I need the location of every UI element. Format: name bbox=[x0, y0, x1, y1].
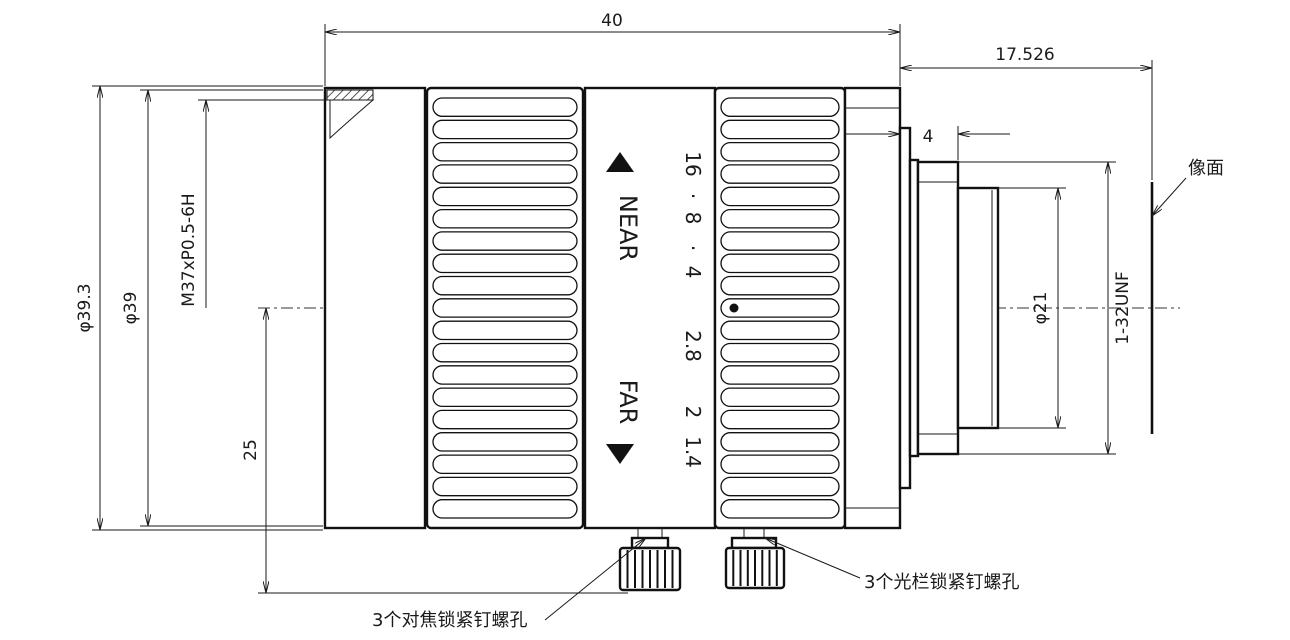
knurl-rib bbox=[432, 342, 578, 363]
knurl-rib bbox=[720, 454, 840, 475]
index-mark bbox=[729, 303, 739, 313]
focus-lock-screw bbox=[618, 527, 682, 592]
knurl-rib bbox=[432, 275, 578, 296]
aperture-value: 8 bbox=[681, 212, 705, 225]
outer-diameter-value: φ39.3 bbox=[75, 283, 95, 332]
knurl-rib bbox=[432, 164, 578, 184]
knurl-rib bbox=[432, 186, 578, 207]
scale-barrel bbox=[583, 86, 717, 530]
far-arrow-icon bbox=[606, 444, 634, 464]
knurl-rib bbox=[720, 342, 840, 363]
knurl-rib bbox=[432, 298, 578, 318]
knurl-rib bbox=[432, 119, 578, 140]
knurl-rib bbox=[720, 141, 840, 162]
knurl-rib bbox=[432, 409, 578, 430]
knurl-rib bbox=[720, 432, 840, 452]
knurl-rib bbox=[432, 253, 578, 274]
focus-scale: NEAR FAR bbox=[606, 152, 642, 464]
knurl-rib bbox=[432, 454, 578, 475]
iris-screw-leader bbox=[765, 538, 861, 579]
dim-total-length: 40 bbox=[324, 11, 901, 86]
focus-screw-leader bbox=[544, 538, 646, 621]
knurl-rib bbox=[432, 499, 578, 519]
flange-value: 4 bbox=[923, 127, 934, 147]
knurl-rib bbox=[720, 275, 840, 296]
c-mount bbox=[898, 126, 1000, 490]
knurl-rib bbox=[432, 141, 578, 162]
aperture-scale: 16 · 8 · 4 2.8 2 1.4 bbox=[681, 151, 705, 468]
aperture-value: 1.4 bbox=[681, 436, 705, 468]
aperture-value: 2.8 bbox=[681, 330, 705, 362]
aperture-dot: · bbox=[681, 193, 705, 199]
center-height-value: 25 bbox=[241, 439, 261, 461]
dim-body-diameter: φ39 bbox=[121, 89, 323, 527]
knurl-rib bbox=[432, 387, 578, 408]
mount-diameter-value: φ21 bbox=[1031, 292, 1051, 325]
focus-ring-knurl bbox=[432, 97, 578, 519]
knurl-rib bbox=[720, 119, 840, 140]
knurl-rib bbox=[720, 186, 840, 207]
knurl-rib bbox=[432, 365, 578, 385]
dim-filter-thread: M37xP0.5-6H bbox=[179, 99, 330, 308]
knurl-rib bbox=[720, 320, 840, 341]
knurl-rib bbox=[720, 164, 840, 184]
knurl-rib bbox=[720, 208, 840, 229]
dim-back-focus: 17.526 bbox=[900, 45, 1153, 180]
rear-barrel bbox=[843, 86, 902, 530]
knurl-rib bbox=[720, 231, 840, 251]
image-plane-label: 像面 bbox=[1188, 158, 1224, 179]
dim-center-height: 25 bbox=[241, 308, 628, 594]
image-plane-leader bbox=[1152, 177, 1187, 216]
far-label: FAR bbox=[614, 380, 642, 425]
knurl-rib bbox=[720, 387, 840, 408]
front-barrel bbox=[323, 86, 427, 530]
knurl-rib bbox=[432, 476, 578, 497]
dim-mount-thread: 1-32UNF bbox=[958, 161, 1133, 455]
knurl-rib bbox=[432, 320, 578, 341]
aperture-value: 4 bbox=[681, 266, 705, 279]
iris-ring bbox=[713, 86, 847, 530]
knurl-rib bbox=[720, 253, 840, 274]
dim-outer-diameter: φ39.3 bbox=[75, 85, 323, 531]
iris-lock-screw bbox=[724, 527, 786, 590]
knurl-rib bbox=[720, 365, 840, 385]
knurl-rib bbox=[720, 476, 840, 497]
knurl-rib bbox=[720, 499, 840, 519]
knurl-rib bbox=[720, 298, 840, 318]
aperture-value: 2 bbox=[681, 406, 705, 419]
knurl-rib bbox=[432, 231, 578, 251]
dim-flange: 4 bbox=[845, 126, 1010, 160]
body-diameter-value: φ39 bbox=[121, 292, 141, 325]
near-label: NEAR bbox=[614, 195, 642, 261]
focus-ring bbox=[425, 86, 585, 530]
iris-ring-knurl bbox=[720, 97, 840, 519]
aperture-value: 16 bbox=[681, 151, 705, 176]
total-length-value: 40 bbox=[601, 11, 623, 31]
dim-mount-diameter: φ21 bbox=[998, 187, 1066, 429]
knurl-rib bbox=[720, 409, 840, 430]
knurl-rib bbox=[720, 97, 840, 117]
aperture-dot: · bbox=[681, 245, 705, 251]
knurl-rib bbox=[432, 208, 578, 229]
focus-lock-screws-label: 3个对焦锁紧钉螺孔 bbox=[372, 610, 527, 631]
back-focus-value: 17.526 bbox=[995, 45, 1054, 65]
filter-thread-value: M37xP0.5-6H bbox=[179, 193, 199, 306]
iris-lock-screws-label: 3个光栏锁紧钉螺孔 bbox=[864, 572, 1019, 593]
knurl-rib bbox=[432, 97, 578, 117]
near-arrow-icon bbox=[606, 152, 634, 172]
knurl-rib bbox=[432, 432, 578, 452]
mount-thread-value: 1-32UNF bbox=[1113, 271, 1133, 345]
